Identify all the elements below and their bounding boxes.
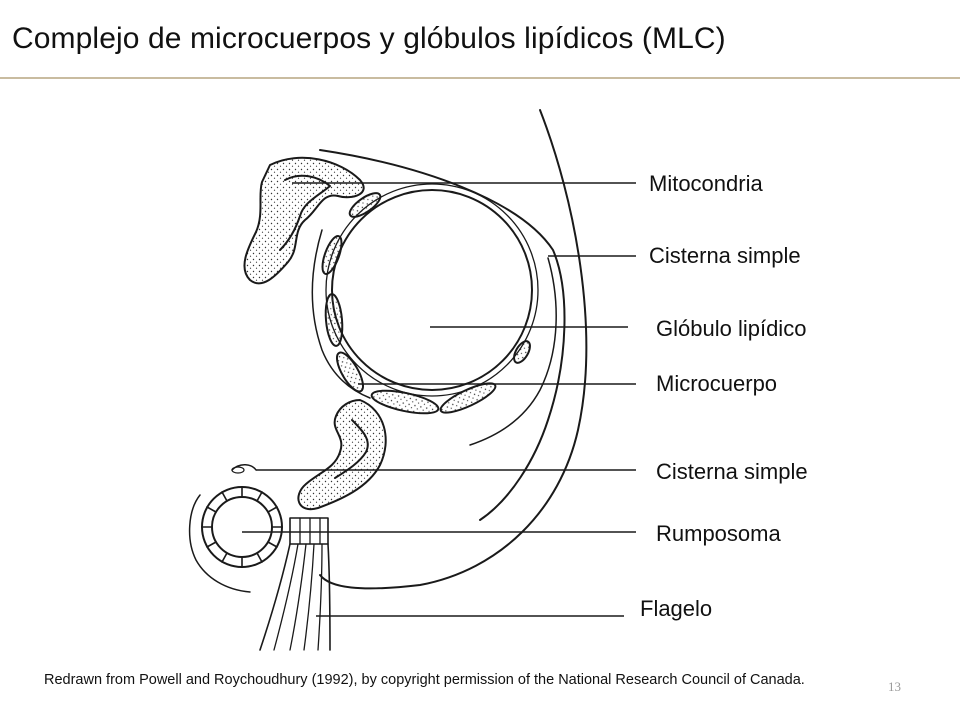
rumposoma-outer [201, 486, 283, 568]
lipid-globule [331, 189, 533, 391]
label-cisterna-simple-1: Cisterna simple [649, 243, 801, 268]
cell-membrane [319, 109, 588, 590]
rumposoma-inner [211, 496, 273, 558]
microbody [513, 340, 531, 364]
microbody [324, 293, 344, 347]
label-rumposoma: Rumposoma [656, 521, 781, 546]
label-flagelo: Flagelo [640, 596, 713, 621]
label-globulo-lipidico: Glóbulo lipídico [656, 316, 807, 341]
microbody [370, 389, 440, 415]
small-cisterna [231, 464, 257, 471]
rumposoma-tail [188, 494, 251, 593]
cisterna-arc-right [469, 257, 557, 446]
slide-title: Complejo de microcuerpos y glóbulos lipí… [12, 22, 726, 55]
lipid-globule-rim [325, 183, 539, 397]
microbody [321, 235, 343, 275]
label-mitocondria: Mitocondria [649, 171, 763, 196]
microbody [348, 192, 382, 218]
label-cisterna-simple-2: Cisterna simple [656, 459, 808, 484]
title-divider [0, 77, 960, 79]
flagellum [259, 517, 331, 651]
image-credit: Redrawn from Powell and Roychoudhury (19… [44, 672, 805, 688]
microbody [336, 351, 364, 393]
mitochondrion [243, 156, 365, 285]
rumposoma-segments [201, 486, 283, 568]
lower-mitochondrion [297, 399, 387, 511]
label-microcuerpo: Microcuerpo [656, 371, 778, 396]
page-number: 13 [888, 679, 901, 694]
cell-membrane-inner [319, 149, 566, 521]
microbody [439, 382, 497, 414]
